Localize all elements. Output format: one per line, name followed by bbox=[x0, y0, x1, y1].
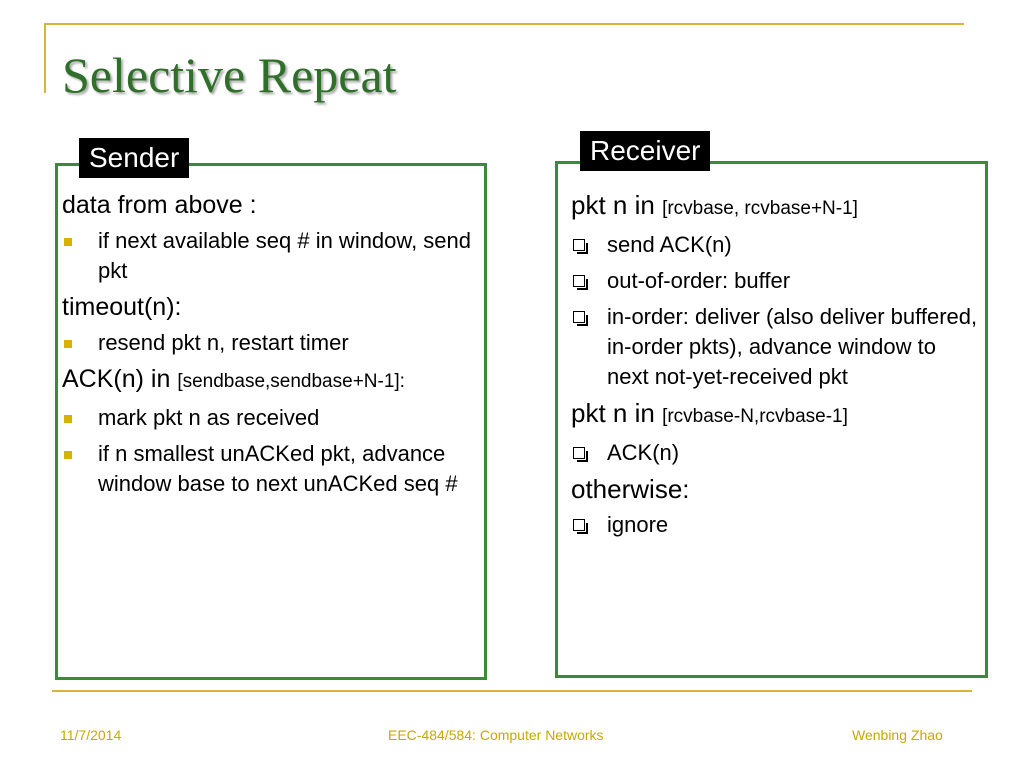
sender-section-head: timeout(n): bbox=[62, 293, 182, 321]
checkbox-bullet-icon bbox=[573, 239, 588, 254]
sender-list-item: if n smallest unACKed pkt, advance windo… bbox=[62, 439, 482, 499]
receiver-list-item: out-of-order: buffer bbox=[571, 266, 981, 296]
square-bullet-icon bbox=[64, 415, 72, 423]
checkbox-bullet-icon bbox=[573, 447, 588, 462]
square-bullet-icon bbox=[64, 238, 72, 246]
sender-section-head: ACK(n) in [sendbase,sendbase+N-1]: bbox=[62, 365, 405, 393]
sender-content: data from above : if next available seq … bbox=[62, 190, 482, 505]
sender-list-item: resend pkt n, restart timer bbox=[62, 328, 482, 358]
receiver-list-item: send ACK(n) bbox=[571, 230, 981, 260]
receiver-box bbox=[555, 161, 988, 678]
checkbox-bullet-icon bbox=[573, 519, 588, 534]
sender-box bbox=[55, 163, 487, 680]
receiver-section-head: otherwise: bbox=[571, 474, 690, 504]
receiver-list-item: ignore bbox=[571, 510, 981, 540]
sender-section-head: data from above : bbox=[62, 191, 257, 219]
frame-top-line bbox=[44, 23, 964, 25]
receiver-content: pkt n in [rcvbase, rcvbase+N-1] send ACK… bbox=[571, 190, 981, 546]
footer-author: Wenbing Zhao bbox=[852, 727, 943, 743]
square-bullet-icon bbox=[64, 340, 72, 348]
footer-course: EEC-484/584: Computer Networks bbox=[388, 727, 604, 743]
receiver-section-head: pkt n in [rcvbase, rcvbase+N-1] bbox=[571, 190, 858, 220]
checkbox-bullet-icon bbox=[573, 275, 588, 290]
receiver-list-item: in-order: deliver (also deliver buffered… bbox=[571, 302, 981, 392]
square-bullet-icon bbox=[64, 451, 72, 459]
checkbox-bullet-icon bbox=[573, 311, 588, 326]
receiver-tag: Receiver bbox=[580, 131, 711, 171]
footer-date: 11/7/2014 bbox=[60, 727, 122, 743]
receiver-section-head: pkt n in [rcvbase-N,rcvbase-1] bbox=[571, 398, 848, 428]
receiver-list-item: ACK(n) bbox=[571, 438, 981, 468]
slide-title: Selective Repeat bbox=[62, 47, 397, 103]
sender-list-item: mark pkt n as received bbox=[62, 403, 482, 433]
sender-list-item: if next available seq # in window, send … bbox=[62, 226, 482, 286]
frame-vertical-line bbox=[44, 23, 46, 93]
frame-bottom-line bbox=[52, 690, 972, 692]
sender-tag: Sender bbox=[79, 138, 190, 178]
